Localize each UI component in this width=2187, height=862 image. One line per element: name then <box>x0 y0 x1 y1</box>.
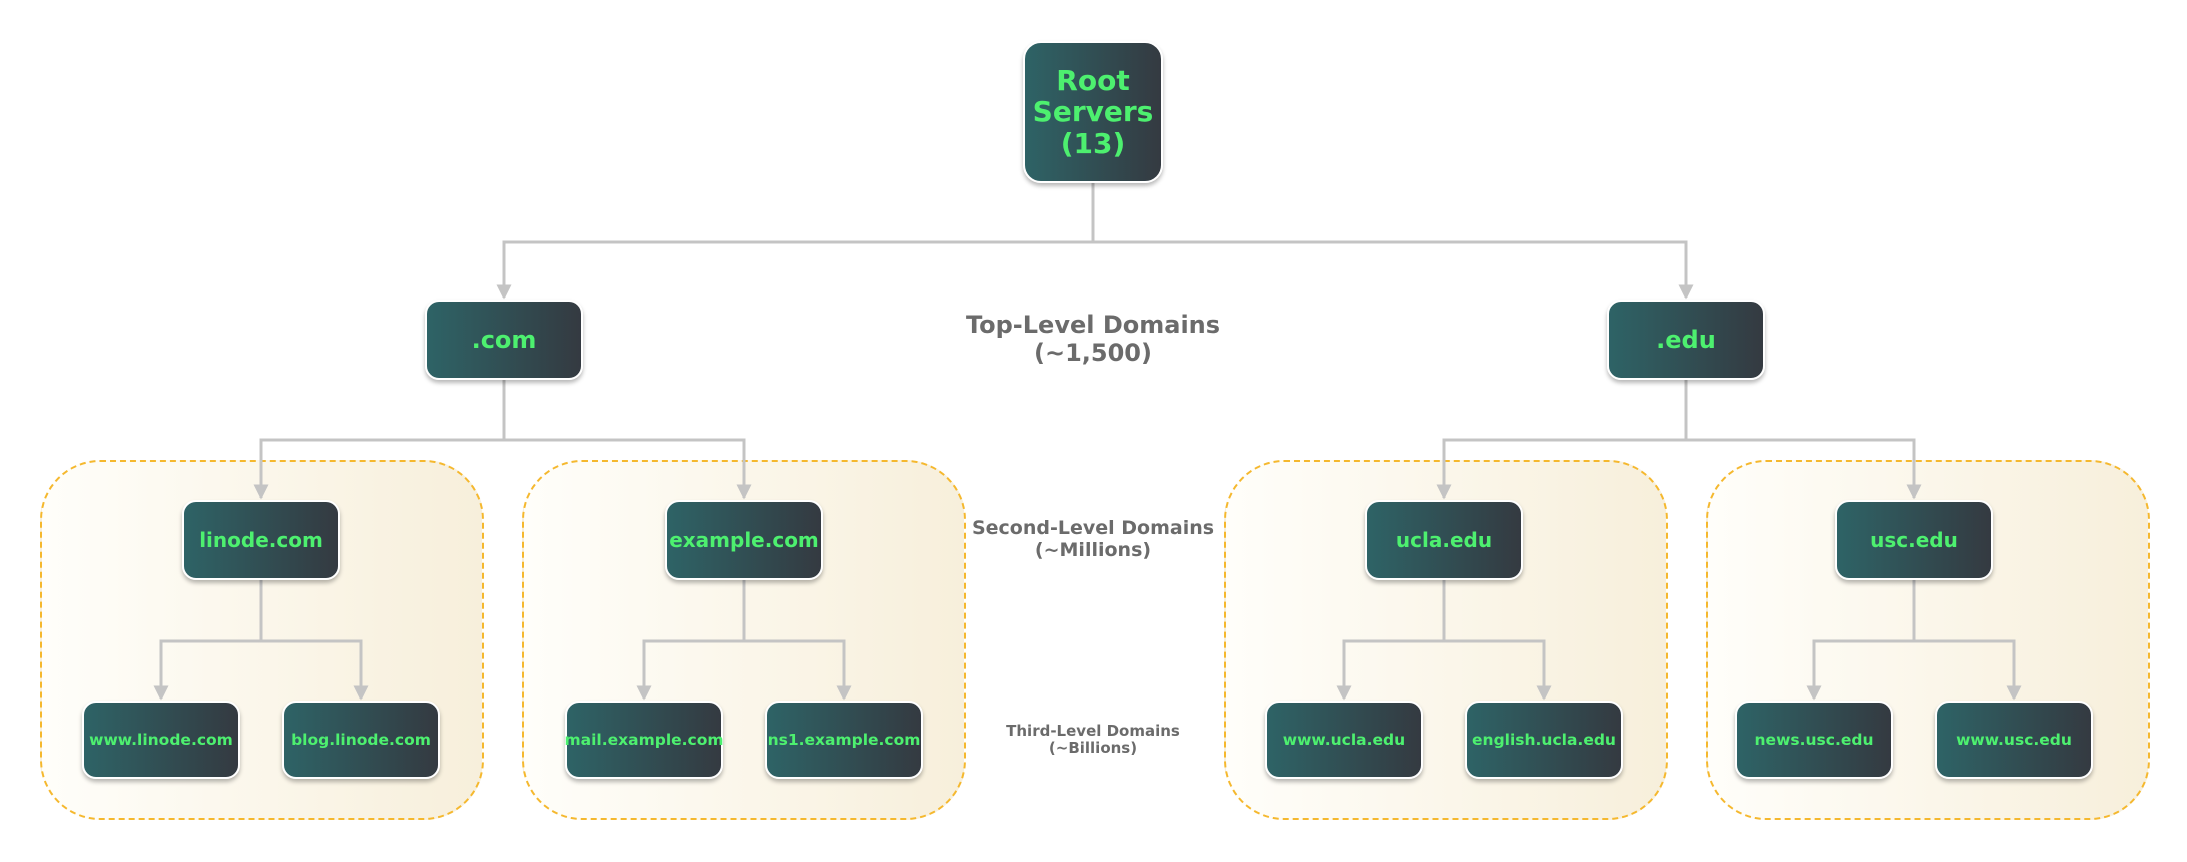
connector-edu-usc <box>1686 438 1922 500</box>
connector-example-mail <box>636 580 746 701</box>
host-node-blog-linode-com: blog.linode.com <box>282 701 440 779</box>
tld-node-edu: .edu <box>1607 300 1765 380</box>
host-node-ns1-example-com: ns1.example.com <box>765 701 923 779</box>
connector-com-linode <box>253 380 506 500</box>
level-label-top-level: Top-Level Domains (~1,500) <box>965 311 1221 367</box>
level-label-third-level: Third-Level Domains (~Billions) <box>1006 722 1180 758</box>
sld-node-usc-edu: usc.edu <box>1835 500 1993 580</box>
root-servers-node: Root Servers (13) <box>1023 41 1163 183</box>
tld-node-com: .com <box>425 300 583 380</box>
connector-com-example <box>504 438 752 500</box>
connector-example-ns1 <box>744 639 852 701</box>
connector-ucla-www <box>1336 580 1446 701</box>
host-node-news-usc-edu: news.usc.edu <box>1735 701 1893 779</box>
sld-node-linode-com: linode.com <box>182 500 340 580</box>
host-node-www-ucla-edu: www.ucla.edu <box>1265 701 1423 779</box>
connector-root-com <box>496 183 1095 300</box>
sld-node-ucla-edu: ucla.edu <box>1365 500 1523 580</box>
connector-usc-news <box>1806 580 1916 701</box>
connector-usc-www <box>1914 639 2022 701</box>
connector-root-edu <box>1093 240 1694 300</box>
level-label-second-level: Second-Level Domains (~Millions) <box>971 517 1215 562</box>
host-node-www-linode-com: www.linode.com <box>82 701 240 779</box>
host-node-www-usc-edu: www.usc.edu <box>1935 701 2093 779</box>
connector-edu-ucla <box>1436 380 1688 500</box>
host-node-mail-example-com: mail.example.com <box>564 701 724 779</box>
connector-linode-www <box>153 580 263 701</box>
connector-ucla-english <box>1444 639 1552 701</box>
host-node-english-ucla-edu: english.ucla.edu <box>1465 701 1623 779</box>
sld-node-example-com: example.com <box>665 500 823 580</box>
connector-linode-blog <box>261 639 369 701</box>
